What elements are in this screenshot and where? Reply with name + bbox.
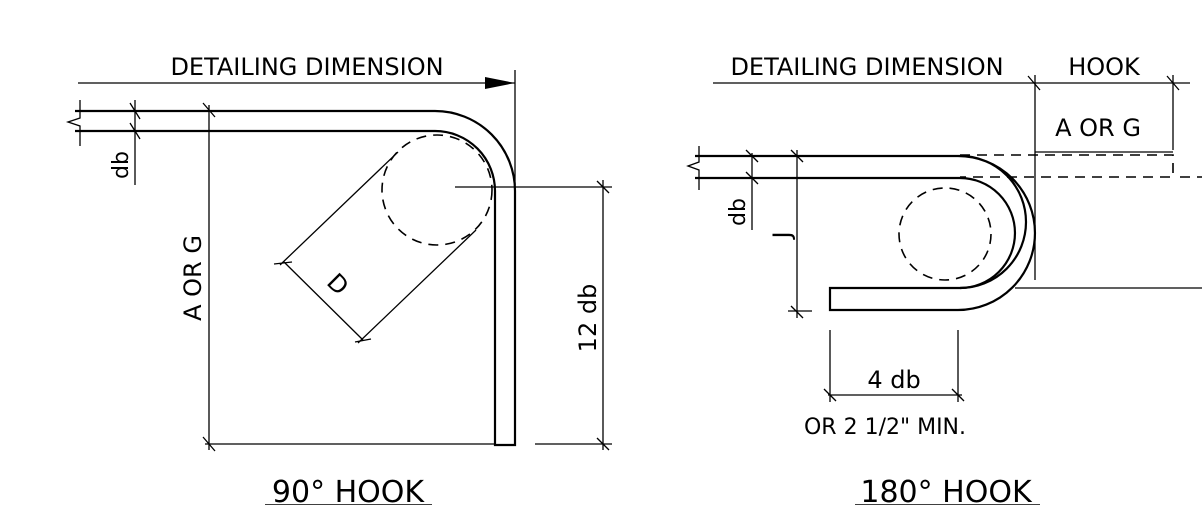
min-note-label: OR 2 1/2" MIN. [804,415,966,440]
detailing-dimension-label-90: DETAILING DIMENSION [170,53,443,81]
db-label-180: db [726,198,751,226]
a-or-g-label-180: A OR G [1055,114,1141,142]
j-label: J [768,231,796,240]
bend-pin-circle-90 [381,134,493,246]
detailing-dimension-label-180: DETAILING DIMENSION [730,53,1003,81]
twelve-db-label: 12 db [574,284,602,353]
break-mark-180 [686,146,700,190]
d-dimension-line [283,261,364,341]
hook-180-diagram: DETAILING DIMENSION HOOK A OR G db J 4 d… [686,53,1202,505]
bar-180-bend [695,154,1037,312]
bar-180-inner [695,176,1017,290]
hook-90-diagram: DETAILING DIMENSION db A OR G D 12 db 90… [65,53,612,505]
four-db-label: 4 db [867,366,920,394]
bar-90 [75,109,517,447]
a-or-g-label-90: A OR G [179,235,207,321]
break-mark [65,100,81,146]
title-90-hook: 90° HOOK [272,475,425,505]
dashed-straight-extension [960,154,1174,178]
db-label-90: db [109,151,134,179]
d-label: D [321,268,354,301]
title-180-hook: 180° HOOK [860,475,1033,505]
dimension-arrowhead [485,77,515,89]
hook-label: HOOK [1068,53,1141,81]
bend-pin-circle-180 [898,187,992,281]
